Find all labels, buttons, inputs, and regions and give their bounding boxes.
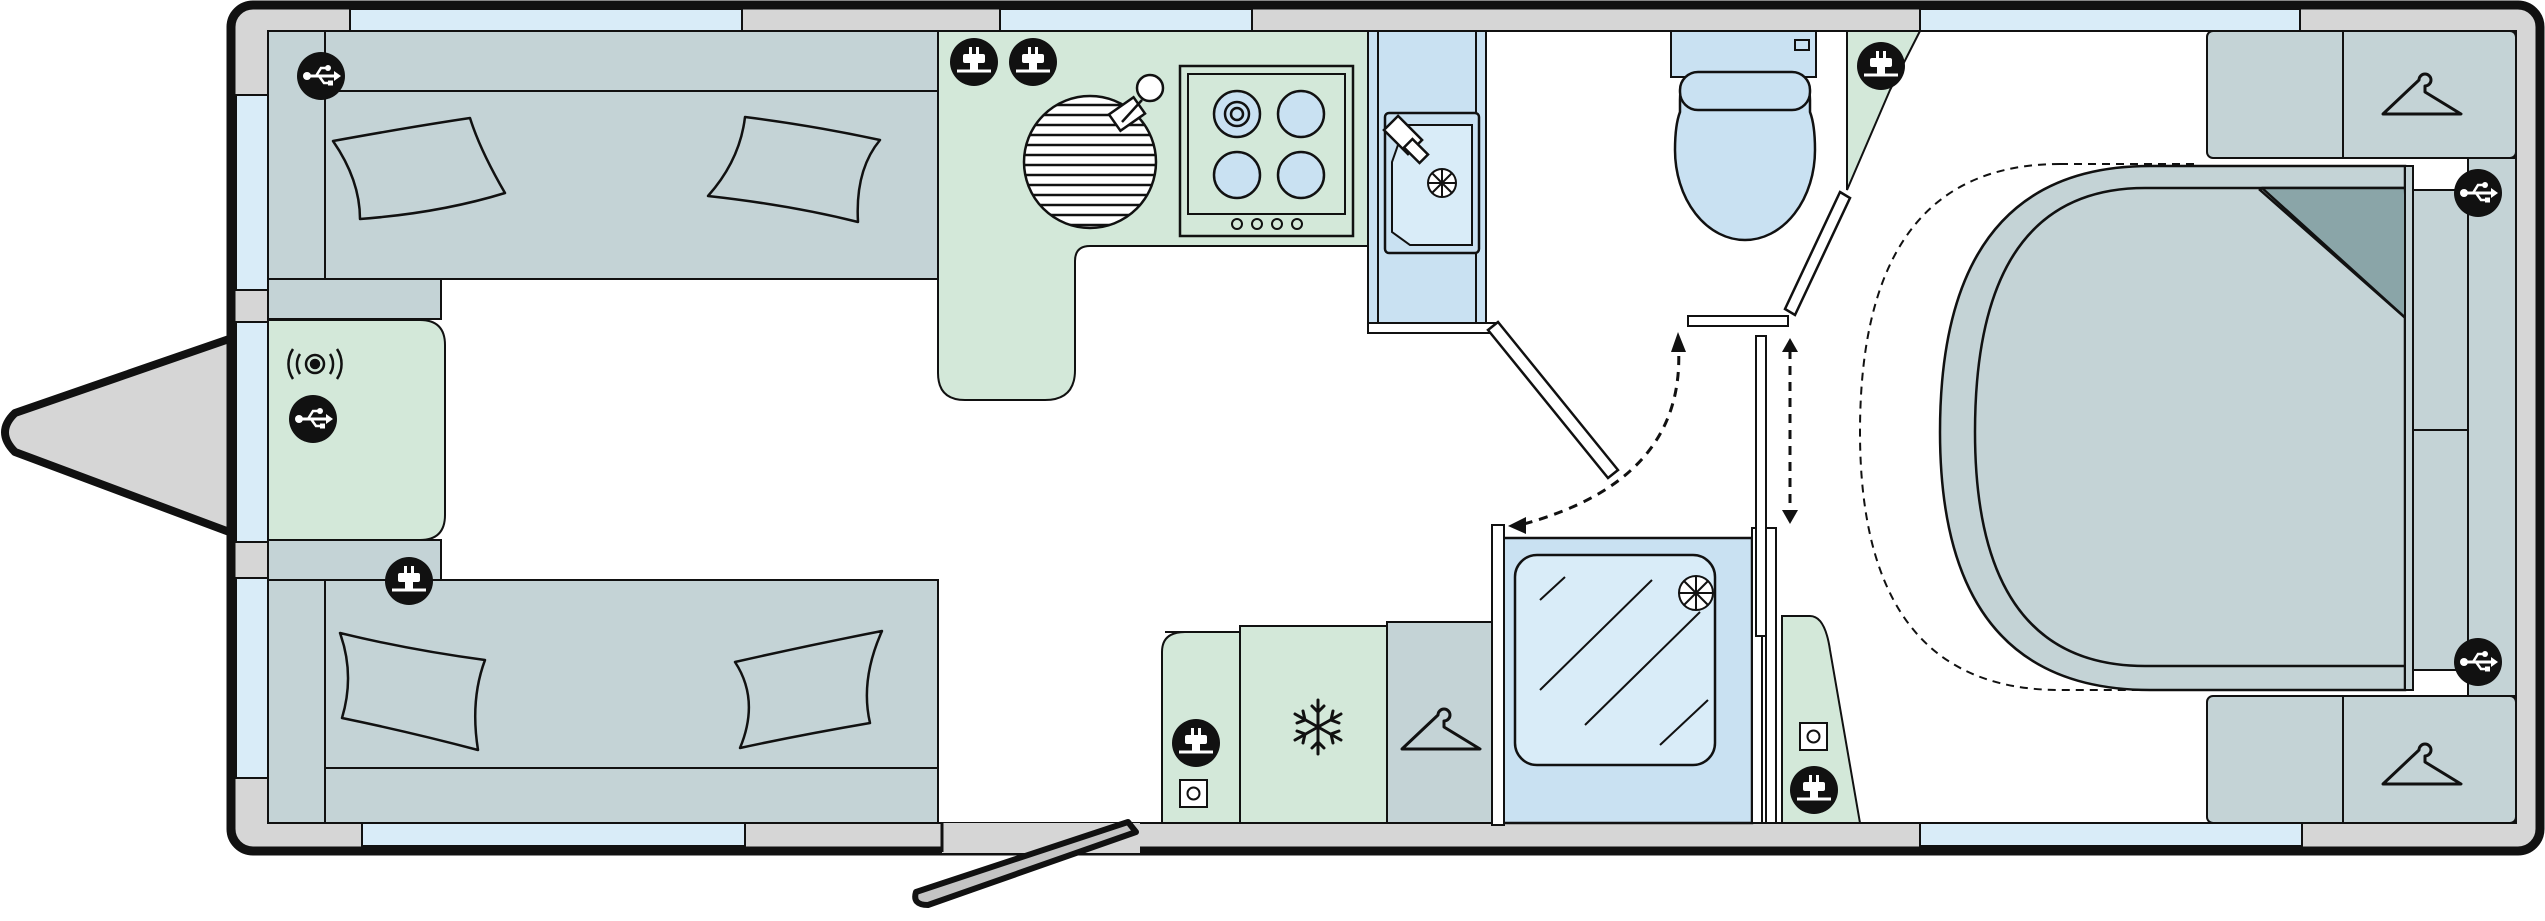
wardrobe-centre[interactable] [1386,621,1498,824]
bed-slide-outline [1858,163,2380,691]
cushions [331,115,884,752]
window-bottom-lounge [361,822,746,847]
mains-socket-icon [1855,40,1907,92]
shower-glass-lines [1539,576,1709,746]
shower-drain-icon [1678,575,1714,611]
mains-socket-icon [948,36,1000,88]
mains-socket-icon [1170,717,1222,769]
sofa-upper-corner [267,278,442,320]
usb-socket-icon [2452,636,2504,688]
usb-socket-icon [2452,167,2504,219]
toilet-cistern [1670,30,1817,78]
mains-socket-icon [383,555,435,607]
drawbar [1,334,236,537]
hob-burner-icon[interactable] [1276,89,1326,139]
hob-burner-icon[interactable] [1276,150,1326,200]
hob-burner-icon[interactable] [1212,150,1262,200]
wardrobe-top[interactable] [2206,30,2517,159]
window-top-lounge [349,8,743,32]
kitchen-tap [1107,73,1165,133]
hob-controls [1231,218,1303,230]
sofa-lower-back [324,767,939,824]
window-front-upper [235,94,269,291]
mains-socket-icon [1007,36,1059,88]
aerial-outlet [1179,722,1828,808]
shower-tray [1513,553,1717,767]
front-chest[interactable] [267,319,446,541]
toilet[interactable] [1673,75,1817,242]
hob-burners [1212,89,1326,200]
window-front-center [235,321,269,543]
hob[interactable] [1178,64,1355,238]
cushion-2 [706,115,882,224]
cushion-4 [733,629,884,750]
mattress [1973,186,2407,668]
kitchen-door[interactable] [1486,320,1620,480]
entry-door[interactable] [912,819,1139,908]
window-top-bedroom [1919,8,2301,32]
front-lounge [267,30,939,824]
kitchen [937,30,1620,480]
tv-aerial-socket-icon [287,348,343,380]
sink-tap [1382,114,1430,165]
sink-drain-icon [1427,168,1457,198]
sofa-lower-seat [324,579,939,769]
usb-socket-icon [295,50,347,102]
window-top-kitchen [999,8,1253,32]
bedroom [1858,30,2517,824]
sofa-upper-seat [324,90,939,280]
window-front-lower [235,577,269,779]
hob-burner-icon[interactable] [1212,89,1262,139]
washroom-door[interactable] [1783,190,1852,317]
mains-socket-icon [1788,764,1840,816]
windows [235,8,2303,847]
sofa-lower-arm [267,579,326,824]
sofa-upper-back [324,30,939,92]
wardrobe-bottom[interactable] [2206,695,2517,824]
window-bottom-bedroom [1919,822,2303,847]
usb-socket-icon [287,393,339,445]
cushion-3 [338,631,487,752]
door-swing-arrow [1519,339,1681,527]
hob-inner [1187,73,1346,215]
washroom-area [1161,30,1922,826]
snowflake-icon [1293,698,1343,756]
cushion-1 [331,116,507,221]
